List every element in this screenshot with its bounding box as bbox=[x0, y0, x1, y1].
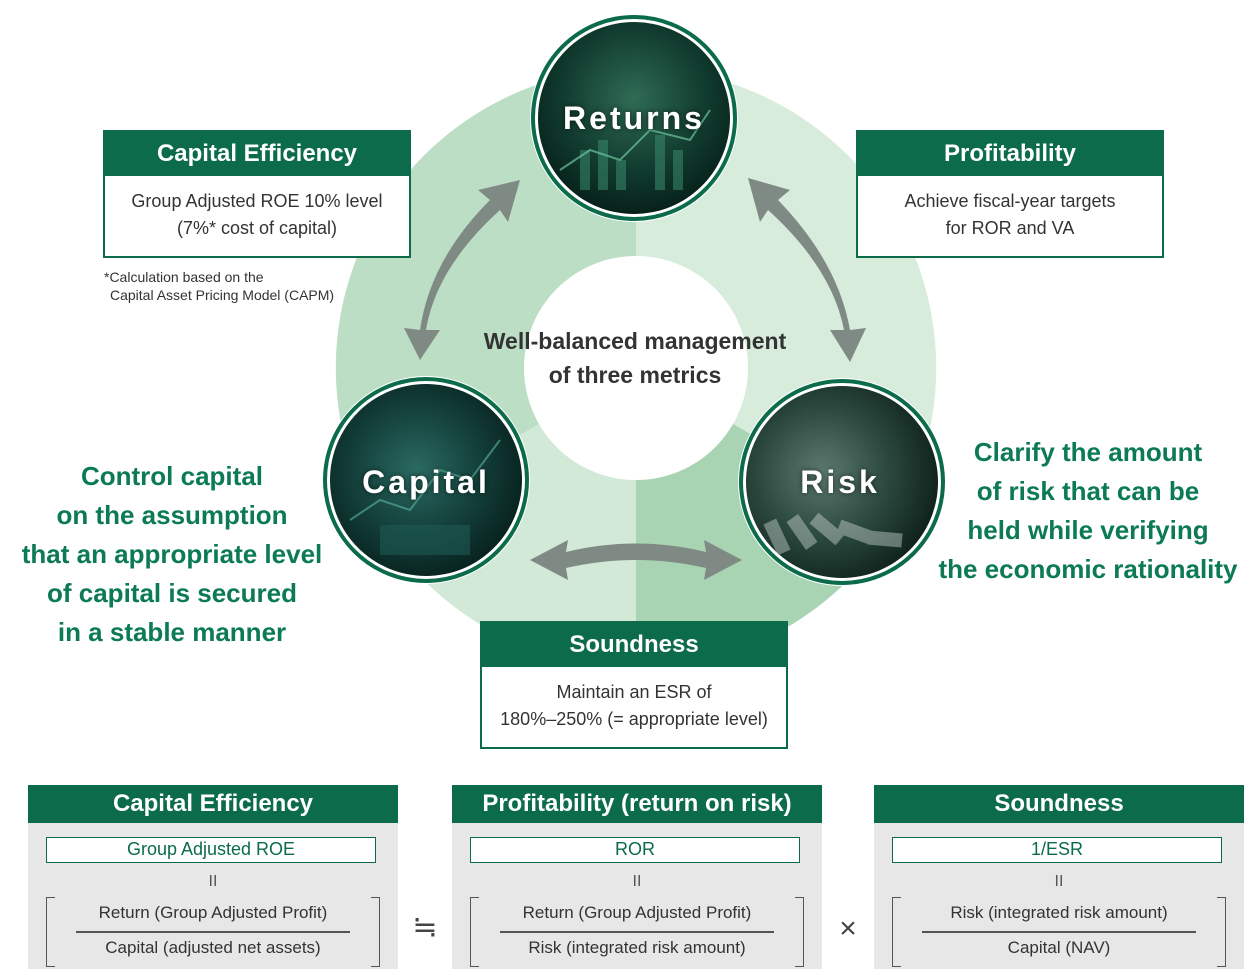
capital-note-line-4: of capital is secured bbox=[47, 578, 297, 608]
formula-denominator: Risk (integrated risk amount) bbox=[528, 938, 746, 957]
approx-equal-operator: ≒ bbox=[412, 911, 438, 944]
multiply-operator: × bbox=[839, 912, 857, 945]
soundness-line-2: 180%–250% (= appropriate level) bbox=[500, 709, 768, 729]
capital-note: Control capital on the assumption that a… bbox=[4, 457, 340, 652]
risk-note-line-4: the economic rationality bbox=[938, 554, 1238, 584]
capital-efficiency-box: Capital Efficiency Group Adjusted ROE 10… bbox=[103, 130, 411, 258]
capital-note-line-3: that an appropriate level bbox=[21, 539, 323, 569]
capital-efficiency-line-1: Group Adjusted ROE 10% level bbox=[131, 191, 383, 211]
arrow-capital-returns bbox=[404, 180, 520, 360]
returns-circle bbox=[530, 14, 738, 222]
profitability-title: Profitability bbox=[858, 132, 1162, 176]
right-bracket bbox=[795, 897, 804, 967]
formula-equals: II bbox=[632, 873, 642, 890]
profitability-box: Profitability Achieve fiscal-year target… bbox=[856, 130, 1164, 258]
arrow-capital-risk bbox=[530, 540, 742, 580]
cycle-arrows bbox=[404, 178, 866, 580]
risk-note-line-3: held while verifying bbox=[967, 515, 1209, 545]
formula-panel-title: Soundness bbox=[874, 785, 1244, 823]
formula-equals: II bbox=[208, 873, 218, 890]
formula-panel-title: Capital Efficiency bbox=[28, 785, 398, 823]
capital-efficiency-line-2: (7%* cost of capital) bbox=[176, 218, 338, 238]
fraction-line bbox=[500, 931, 774, 933]
arrow-returns-risk bbox=[748, 178, 866, 362]
formula-panel-capital-efficiency: Capital Efficiency Group Adjusted ROE II… bbox=[28, 785, 398, 969]
fraction-line bbox=[922, 931, 1196, 933]
capital-note-line-1: Control capital bbox=[80, 461, 263, 491]
center-caption: Well-balanced management of three metric… bbox=[440, 324, 830, 392]
risk-label: Risk bbox=[800, 464, 880, 500]
soundness-line-1: Maintain an ESR of bbox=[556, 682, 712, 702]
left-bracket bbox=[892, 897, 901, 967]
formula-denominator: Capital (adjusted net assets) bbox=[105, 938, 321, 957]
right-bracket bbox=[1217, 897, 1226, 967]
left-bracket bbox=[470, 897, 479, 967]
left-bracket bbox=[46, 897, 55, 967]
formula-denominator: Capital (NAV) bbox=[1007, 938, 1111, 957]
fraction-line bbox=[76, 931, 350, 933]
right-bracket bbox=[371, 897, 380, 967]
risk-note-line-2: of risk that can be bbox=[976, 476, 1200, 506]
capital-circle bbox=[322, 376, 530, 584]
center-line-1: Well-balanced management bbox=[483, 328, 787, 354]
capital-note-line-5: in a stable manner bbox=[57, 617, 287, 647]
formula-panel-profitability: Profitability (return on risk) ROR II Re… bbox=[452, 785, 822, 969]
soundness-title: Soundness bbox=[482, 623, 786, 667]
capital-label: Capital bbox=[362, 464, 490, 500]
formula-numerator: Return (Group Adjusted Profit) bbox=[98, 903, 328, 922]
formula-panel-soundness: Soundness 1/ESR II Risk (integrated risk… bbox=[874, 785, 1244, 969]
capm-footnote: *Calculation based on the Capital Asset … bbox=[104, 268, 334, 304]
center-line-2: of three metrics bbox=[548, 362, 722, 388]
formula-numerator: Risk (integrated risk amount) bbox=[950, 903, 1168, 922]
formula-panel-title: Profitability (return on risk) bbox=[452, 785, 822, 823]
formula-metric: Group Adjusted ROE bbox=[46, 837, 376, 863]
risk-note-line-1: Clarify the amount bbox=[973, 437, 1203, 467]
formula-equals: II bbox=[1054, 873, 1064, 890]
profitability-line-1: Achieve fiscal-year targets bbox=[904, 191, 1116, 211]
capital-note-line-2: on the assumption bbox=[56, 500, 288, 530]
profitability-line-2: for ROR and VA bbox=[945, 218, 1075, 238]
formula-numerator: Return (Group Adjusted Profit) bbox=[522, 903, 752, 922]
footnote-line-2: Capital Asset Pricing Model (CAPM) bbox=[110, 287, 335, 303]
risk-circle bbox=[738, 378, 946, 586]
capital-efficiency-title: Capital Efficiency bbox=[105, 132, 409, 176]
footnote-line-1: *Calculation based on the bbox=[104, 269, 264, 285]
soundness-box: Soundness Maintain an ESR of 180%–250% (… bbox=[480, 621, 788, 749]
formula-metric: ROR bbox=[470, 837, 800, 863]
formula-metric: 1/ESR bbox=[892, 837, 1222, 863]
risk-note: Clarify the amount of risk that can be h… bbox=[928, 433, 1248, 589]
returns-label: Returns bbox=[563, 100, 705, 136]
